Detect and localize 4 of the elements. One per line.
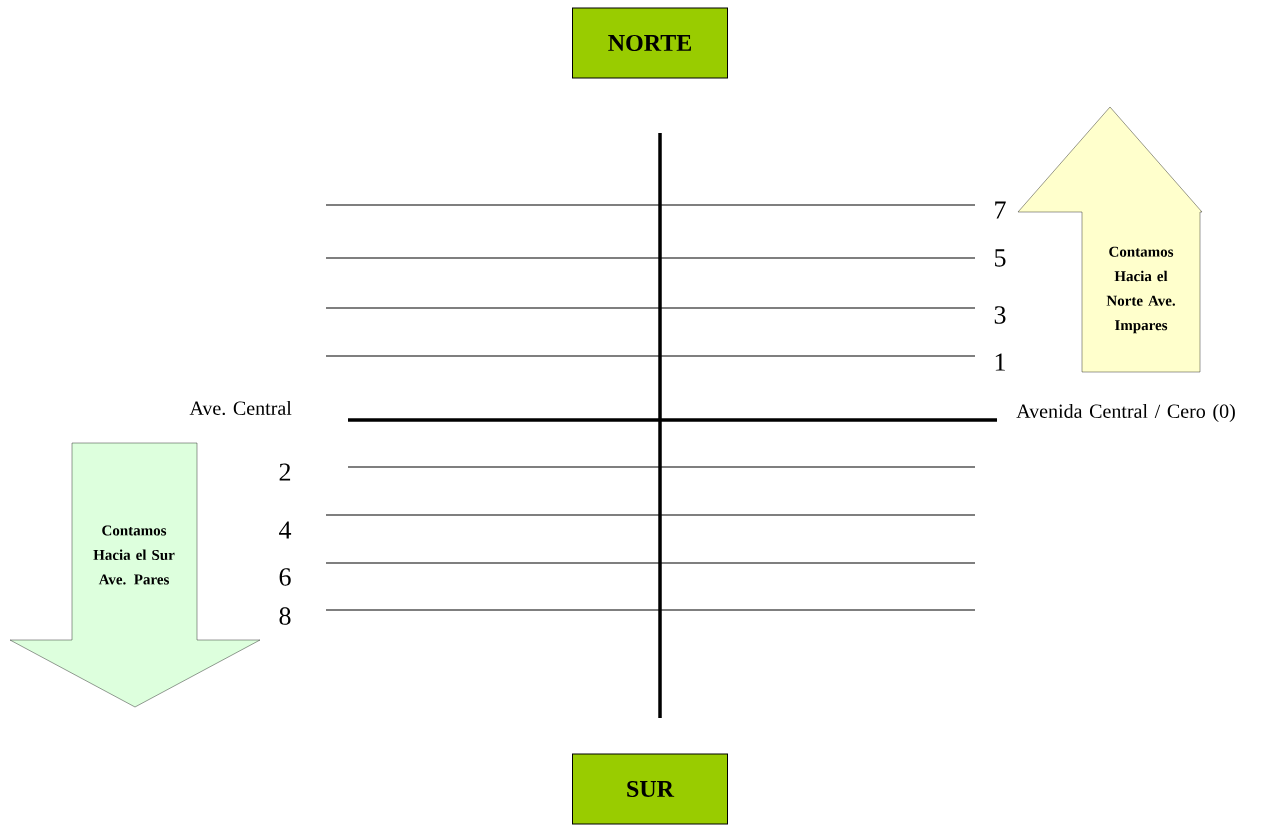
direction-box: NORTE bbox=[572, 7, 728, 79]
street-name: Ave. Central bbox=[189, 400, 292, 416]
street-name: Avenida Central / Cero (0) bbox=[1016, 403, 1235, 423]
direction-box: SUR bbox=[572, 753, 728, 825]
